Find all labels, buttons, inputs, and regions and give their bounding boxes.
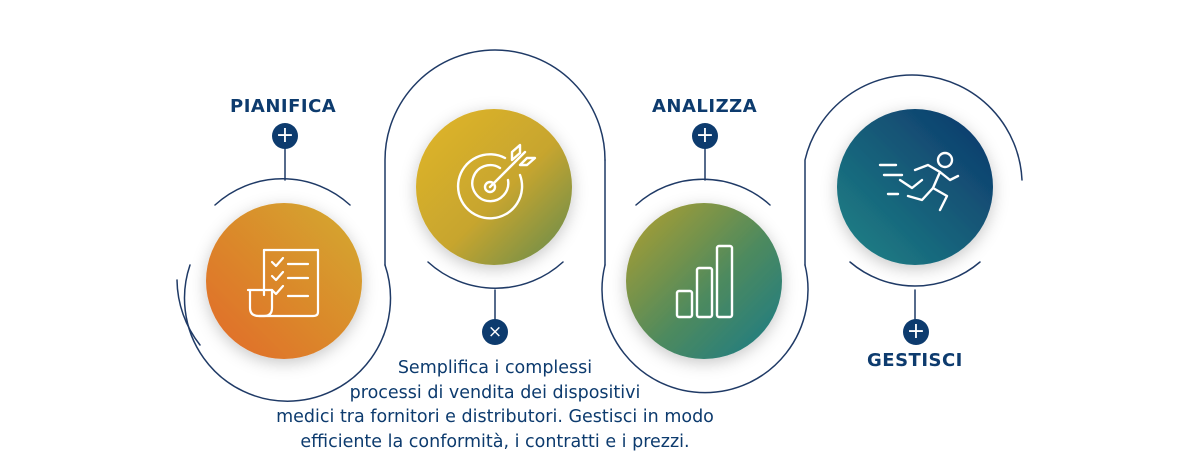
close-description-button[interactable]: × (482, 319, 508, 345)
step-circle-plan (206, 203, 362, 359)
description-text: Semplifica i complessi processi di vendi… (250, 356, 740, 454)
checklist-icon (246, 248, 320, 318)
description-line: Semplifica i complessi (397, 358, 593, 378)
description-line: processi di vendita dei dispositivi (349, 382, 641, 403)
connector-outline (176, 49, 1023, 402)
expand-pianifica-button[interactable]: + (272, 123, 298, 149)
expand-gestisci-button[interactable]: + (903, 319, 929, 345)
step-circle-analyze (626, 203, 782, 359)
running-person-icon (878, 151, 960, 212)
bar-chart-icon (675, 244, 734, 319)
description-line: efficiente la conformità, i contratti e … (300, 431, 690, 452)
step-label-gestisci: GESTISCI (867, 350, 963, 371)
step-label-pianifica: PIANIFICA (230, 96, 337, 117)
description-line: medici tra fornitori e distributori. Ges… (276, 407, 714, 427)
step-circle-target (416, 109, 572, 265)
target-icon (456, 143, 537, 220)
step-label-analizza: ANALIZZA (652, 96, 758, 117)
expand-analizza-button[interactable]: + (692, 123, 718, 149)
step-circle-manage (837, 109, 993, 265)
